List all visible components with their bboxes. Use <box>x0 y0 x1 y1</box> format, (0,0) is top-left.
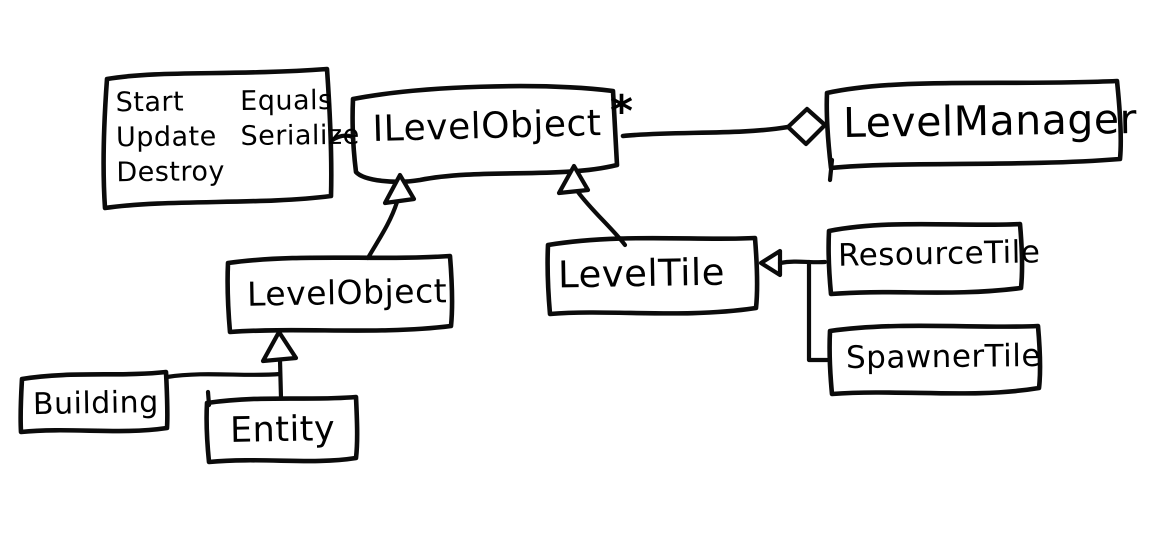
edge-aggregation-line <box>620 124 791 139</box>
box-leveltile-outline <box>545 235 760 317</box>
edge-inheritance-levelobject <box>365 199 400 261</box>
class-label-entity: Entity <box>229 409 336 451</box>
edge-spawnertile-connector <box>806 259 830 363</box>
method-label: Update <box>115 121 217 154</box>
diamond-aggregation <box>785 106 828 147</box>
class-label-spawnertile: SpawnerTile <box>845 337 1042 377</box>
class-label-leveltile: LevelTile <box>557 250 726 297</box>
triangle-inheritance-building-entity <box>260 329 299 364</box>
method-label: Start <box>115 86 185 119</box>
triangle-inheritance-leveltile <box>556 163 591 196</box>
interface-methods-right-column: Equals Serialize <box>240 83 360 189</box>
box-spawnertile-outline <box>827 323 1043 397</box>
box-levelmanager-corner-tail <box>827 157 835 183</box>
box-resourcetile-outline <box>826 221 1025 297</box>
class-label-resourcetile: ResourceTile <box>837 234 1041 274</box>
triangle-inheritance-levelobject <box>382 172 417 206</box>
box-interface-methods-outline <box>101 66 334 211</box>
box-entity-corner-tail <box>205 389 212 408</box>
method-label: Serialize <box>240 119 360 152</box>
class-label-levelobject: LevelObject <box>246 271 448 314</box>
box-building-outline <box>18 369 170 435</box>
interface-methods-note: Start Update Destroy Equals Serialize <box>115 83 360 191</box>
class-label-building: Building <box>32 384 159 423</box>
method-label: Equals <box>240 85 333 117</box>
class-label-levelmanager: LevelManager <box>842 94 1138 148</box>
method-label: Destroy <box>116 156 226 189</box>
box-ilevelobject-outline <box>350 83 620 185</box>
box-levelobject-outline <box>225 253 455 335</box>
edge-building-connector <box>164 371 283 380</box>
edge-resourcetile-connector <box>777 259 828 266</box>
multiplicity-star: * <box>610 86 634 137</box>
class-label-ilevelobject: ILevelObject <box>372 103 602 150</box>
edge-triangle-stem <box>277 357 284 401</box>
triangle-inheritance-leveltile-right <box>758 248 783 278</box>
box-entity-outline <box>204 394 360 465</box>
interface-methods-left-column: Start Update Destroy <box>115 84 225 190</box>
